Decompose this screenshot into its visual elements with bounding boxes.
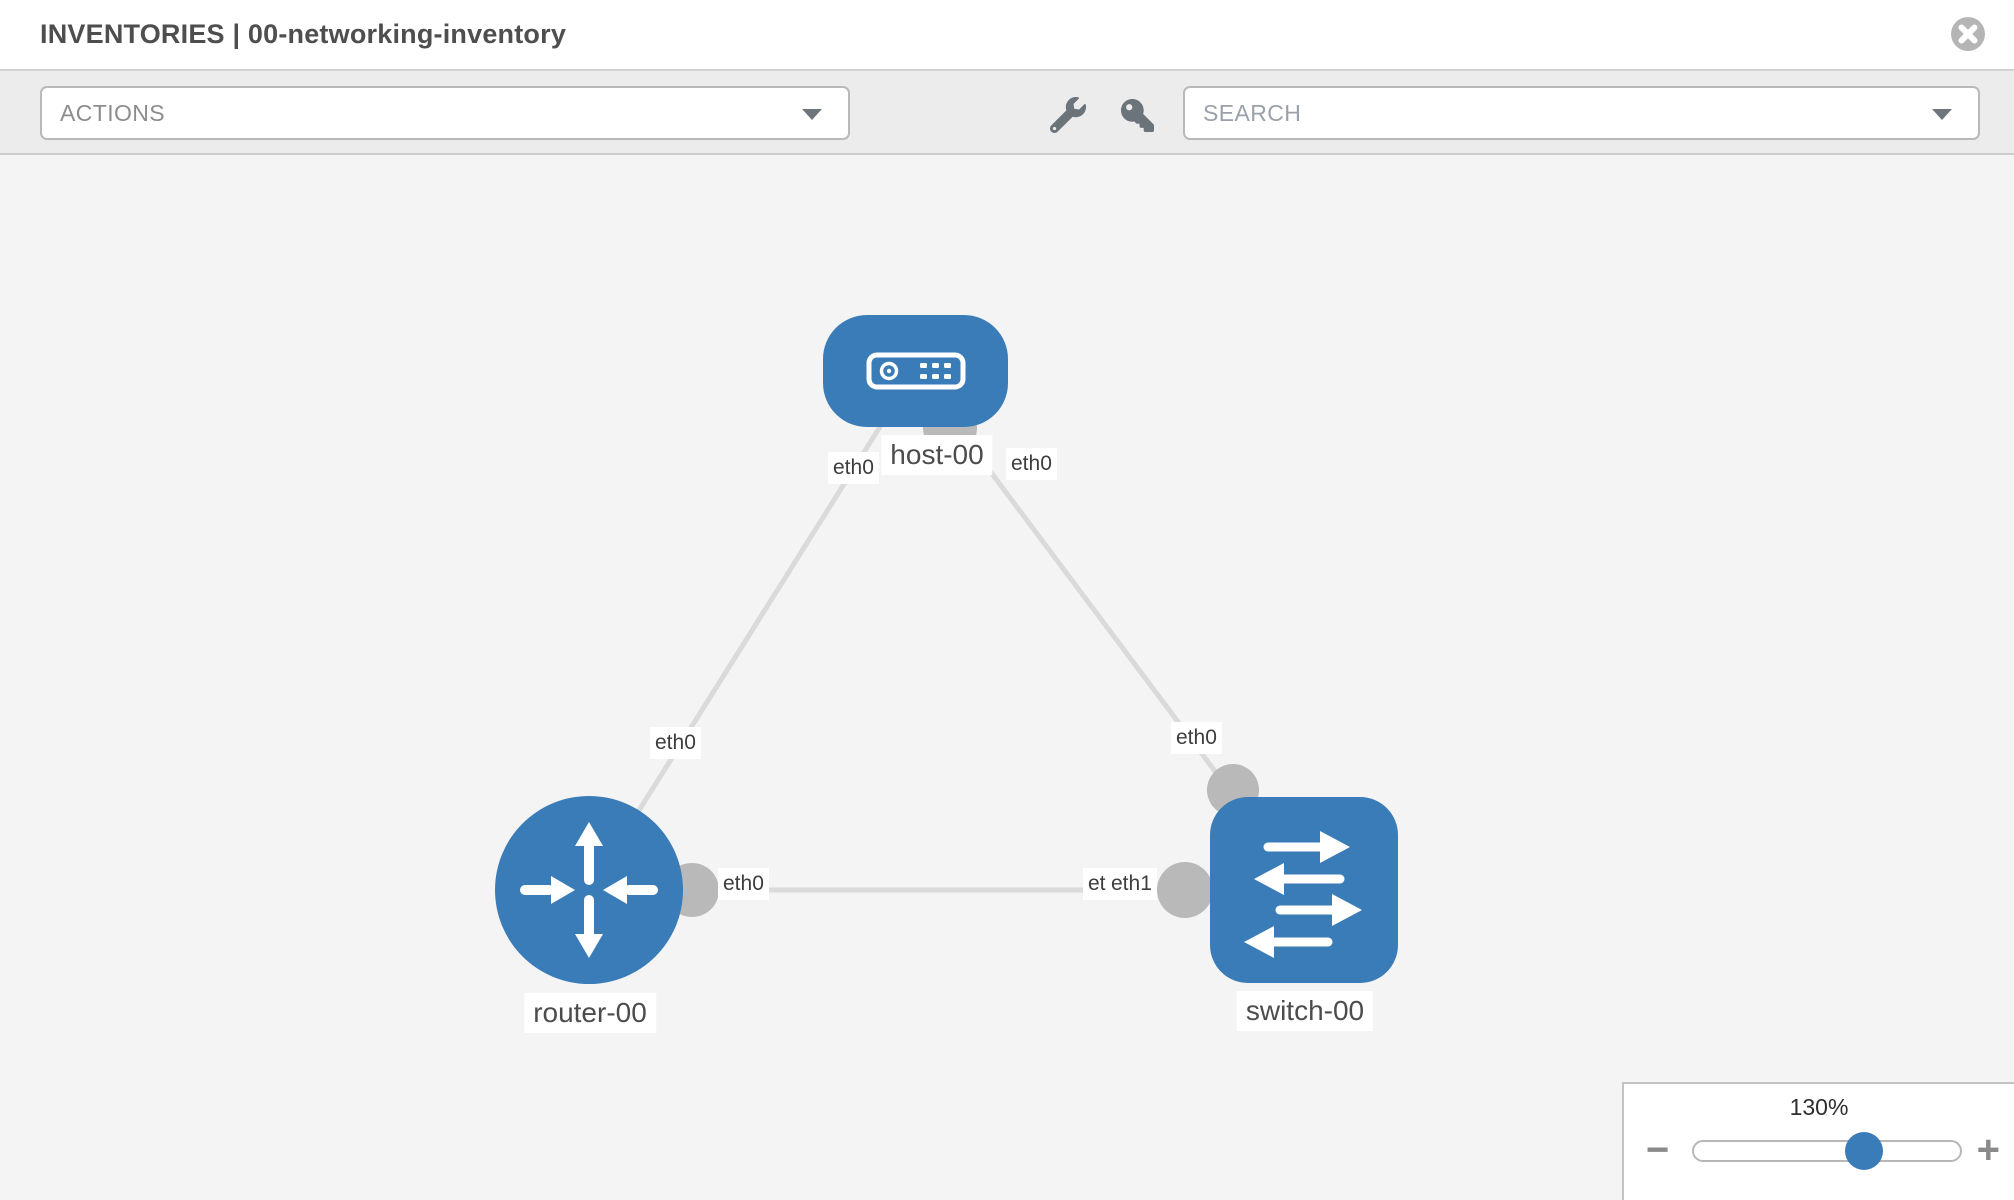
wrench-icon (1050, 97, 1086, 133)
key-icon (1120, 98, 1154, 132)
router-icon (520, 822, 658, 958)
switch-icon (1244, 831, 1362, 958)
node-label-router: router-00 (524, 993, 656, 1033)
close-button[interactable] (1950, 16, 1986, 52)
page-title: INVENTORIES | 00-networking-inventory (40, 19, 567, 49)
interface-label: eth0 (828, 452, 879, 485)
chevron-down-icon (1932, 109, 1952, 120)
interface-label: eth0 (1171, 722, 1222, 755)
host-icon (866, 352, 966, 390)
zoom-level: 130% (1789, 1094, 1849, 1120)
close-icon (1951, 17, 1985, 51)
zoom-in-button[interactable]: + (1976, 1128, 2000, 1172)
actions-dropdown[interactable]: ACTIONS (40, 86, 850, 140)
interface-label: eth0 (1006, 448, 1057, 481)
interface-label: eth0 (718, 868, 769, 901)
page-header: INVENTORIES | 00-networking-inventory (0, 0, 2014, 71)
credentials-button[interactable] (1117, 95, 1157, 135)
search-box[interactable]: SEARCH (1183, 86, 1980, 140)
interface-connectors (665, 401, 1259, 918)
actions-dropdown-label: ACTIONS (60, 100, 166, 126)
zoom-slider-track[interactable] (1692, 1132, 1962, 1170)
interface-label: eth0 (650, 727, 701, 760)
zoom-slider-thumb[interactable] (1845, 1132, 1884, 1170)
search-placeholder: SEARCH (1203, 100, 1302, 126)
node-host-00[interactable] (823, 315, 1008, 427)
chevron-down-icon (802, 109, 822, 120)
zoom-panel: 130% − + (1622, 1082, 2014, 1200)
node-switch-00[interactable] (1210, 797, 1398, 983)
topology-canvas[interactable]: eth0 eth0 eth0 eth0 eth0 eth0 eth1 host-… (0, 157, 2014, 1200)
node-label-host: host-00 (881, 435, 993, 475)
node-router-00[interactable] (495, 796, 683, 984)
toolbar: ACTIONS SEARCH (0, 71, 2014, 155)
interface-label: eth1 (1106, 868, 1157, 901)
zoom-out-button[interactable]: − (1646, 1128, 1670, 1172)
node-label-switch: switch-00 (1236, 991, 1374, 1031)
interface-connector[interactable] (1157, 862, 1213, 918)
configure-button[interactable] (1048, 95, 1088, 135)
